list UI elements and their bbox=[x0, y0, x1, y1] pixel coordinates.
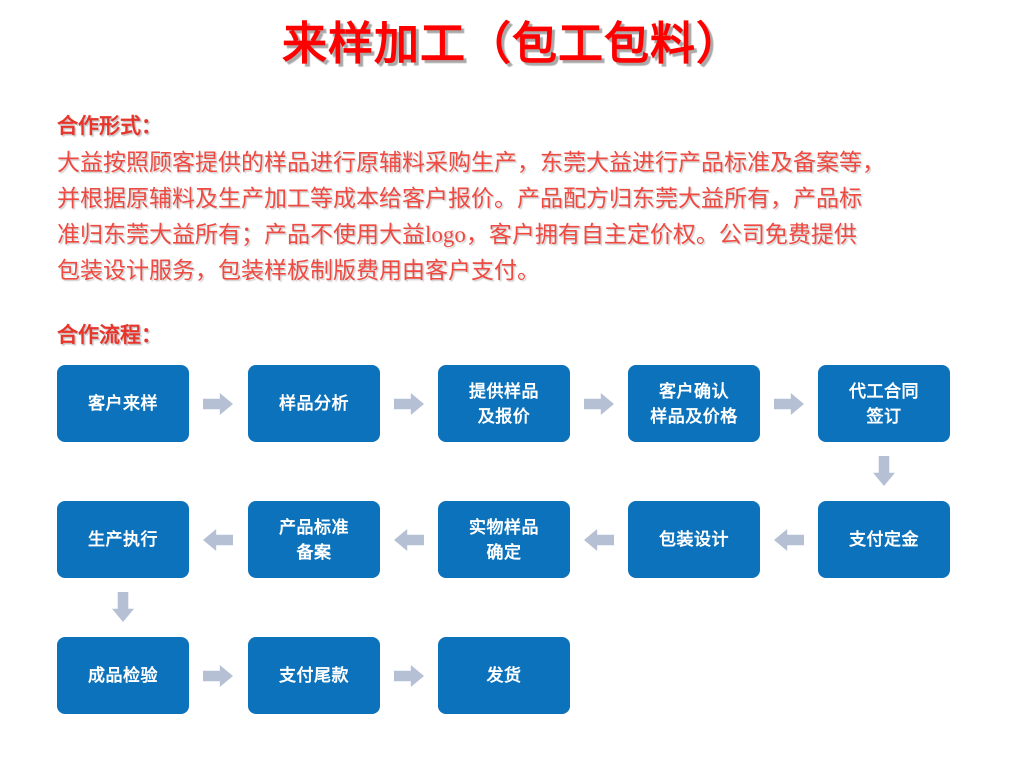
paragraph-line-3: 准归东莞大益所有；产品不使用大益logo，客户拥有自主定价权。公司免费提供 bbox=[57, 222, 857, 247]
arrow-right-icon bbox=[394, 665, 424, 687]
paragraph-line-4: 包装设计服务，包装样板制版费用由客户支付。 bbox=[57, 258, 540, 283]
flow-step-label: 发货 bbox=[486, 666, 522, 685]
flow-step-label: 客户确认 样品及价格 bbox=[650, 381, 738, 426]
flow-step-customer-confirm[interactable]: 客户确认 样品及价格 bbox=[628, 365, 760, 442]
flow-step-pay-deposit[interactable]: 支付定金 bbox=[818, 501, 950, 578]
flow-step-label: 代工合同 签订 bbox=[849, 381, 919, 426]
flow-step-sample-analysis[interactable]: 样品分析 bbox=[248, 365, 380, 442]
arrow-right-icon bbox=[774, 393, 804, 415]
arrow-right-icon bbox=[584, 393, 614, 415]
flow-step-package-design[interactable]: 包装设计 bbox=[628, 501, 760, 578]
flow-step-label: 提供样品 及报价 bbox=[469, 381, 539, 426]
flow-step-label: 实物样品 确定 bbox=[469, 517, 539, 562]
arrow-left-icon bbox=[203, 529, 233, 551]
flow-step-label: 生产执行 bbox=[88, 530, 158, 549]
page-title: 来样加工（包工包料） bbox=[281, 19, 742, 69]
flow-step-finished-goods-inspection[interactable]: 成品检验 bbox=[57, 637, 189, 714]
arrow-left-icon bbox=[394, 529, 424, 551]
flow-step-label: 成品检验 bbox=[88, 666, 158, 685]
flow-step-product-standard-filing[interactable]: 产品标准 备案 bbox=[248, 501, 380, 578]
paragraph-line-1: 大益按照顾客提供的样品进行原辅料采购生产，东莞大益进行产品标准及备案等， bbox=[57, 150, 885, 175]
arrow-down-icon bbox=[112, 592, 134, 622]
flow-step-label: 产品标准 备案 bbox=[279, 517, 349, 562]
flow-step-oem-contract[interactable]: 代工合同 签订 bbox=[818, 365, 950, 442]
arrow-right-icon bbox=[203, 665, 233, 687]
cooperation-form-paragraph: 大益按照顾客提供的样品进行原辅料采购生产，东莞大益进行产品标准及备案等， 并根据… bbox=[57, 145, 987, 289]
arrow-down-icon bbox=[873, 456, 895, 486]
flow-step-physical-sample-confirm[interactable]: 实物样品 确定 bbox=[438, 501, 570, 578]
flow-step-provide-sample-quote[interactable]: 提供样品 及报价 bbox=[438, 365, 570, 442]
flow-step-customer-sample[interactable]: 客户来样 bbox=[57, 365, 189, 442]
flow-step-label: 包装设计 bbox=[659, 530, 729, 549]
flow-step-pay-balance[interactable]: 支付尾款 bbox=[248, 637, 380, 714]
flow-step-label: 支付定金 bbox=[849, 530, 919, 549]
cooperation-form-heading: 合作形式： bbox=[57, 115, 162, 138]
arrow-left-icon bbox=[774, 529, 804, 551]
paragraph-line-2: 并根据原辅料及生产加工等成本给客户报价。产品配方归东莞大益所有，产品标 bbox=[57, 186, 862, 211]
cooperation-flow-heading: 合作流程： bbox=[57, 324, 162, 347]
arrow-right-icon bbox=[394, 393, 424, 415]
flow-step-label: 样品分析 bbox=[279, 394, 349, 413]
flow-step-production-execution[interactable]: 生产执行 bbox=[57, 501, 189, 578]
flow-step-label: 支付尾款 bbox=[279, 666, 349, 685]
flow-step-label: 客户来样 bbox=[88, 394, 158, 413]
arrow-right-icon bbox=[203, 393, 233, 415]
flow-step-shipment[interactable]: 发货 bbox=[438, 637, 570, 714]
arrow-left-icon bbox=[584, 529, 614, 551]
